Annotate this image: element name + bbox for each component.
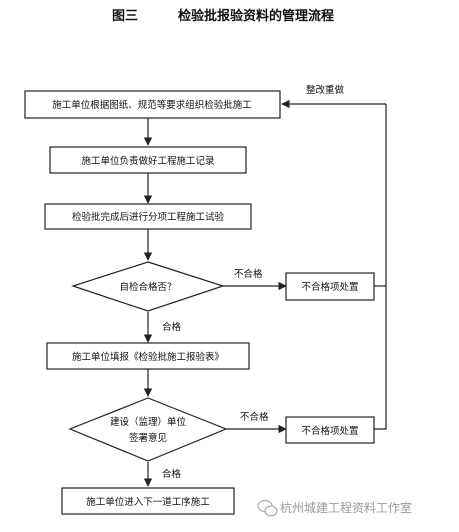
decision-self-check-text: 自检合格否？ <box>119 281 176 293</box>
decision-supervision-text-2: 签署意见 <box>129 432 167 444</box>
step-report-box <box>46 342 250 370</box>
label-rework: 整改重做 <box>306 84 345 96</box>
nonconform-text-2: 不合格项处置 <box>301 425 358 437</box>
diagram-title: 检验批报验资料的管理流程 <box>178 8 334 24</box>
step-start-box <box>24 90 281 119</box>
label-fail-2: 不合格 <box>240 411 269 423</box>
step-next-box <box>61 487 235 515</box>
step-start-text: 施工单位根据图纸、规范等要求组织检验批施工 <box>52 99 252 111</box>
step-report-text: 施工单位填报《检验批施工报验表》 <box>72 351 224 363</box>
label-pass-1: 合格 <box>162 321 182 333</box>
step-test-text: 检验批完成后进行分项工程施工试验 <box>72 211 225 223</box>
nonconform-box-1 <box>285 272 375 301</box>
step-record-text: 施工单位负责做好工程施工记录 <box>81 155 215 167</box>
decision-self-check <box>71 261 225 312</box>
step-test-box <box>44 203 252 230</box>
loop-connector-2 <box>374 104 387 430</box>
nonconform-box-2 <box>285 416 375 444</box>
step-next-text: 施工单位进入下一道工序施工 <box>86 496 210 508</box>
decision-supervision-text-1: 建设（监理）单位 <box>110 416 187 428</box>
label-pass-2: 合格 <box>162 468 182 480</box>
step-record-box <box>49 146 247 174</box>
label-fail-1: 不合格 <box>234 268 263 280</box>
nonconform-text-1: 不合格项处置 <box>301 281 358 293</box>
decision-supervision <box>68 397 228 462</box>
figure-number: 图三 <box>112 9 138 24</box>
wechat-icon <box>257 499 278 517</box>
watermark-text: 杭州城建工程资料工作室 <box>280 500 412 515</box>
